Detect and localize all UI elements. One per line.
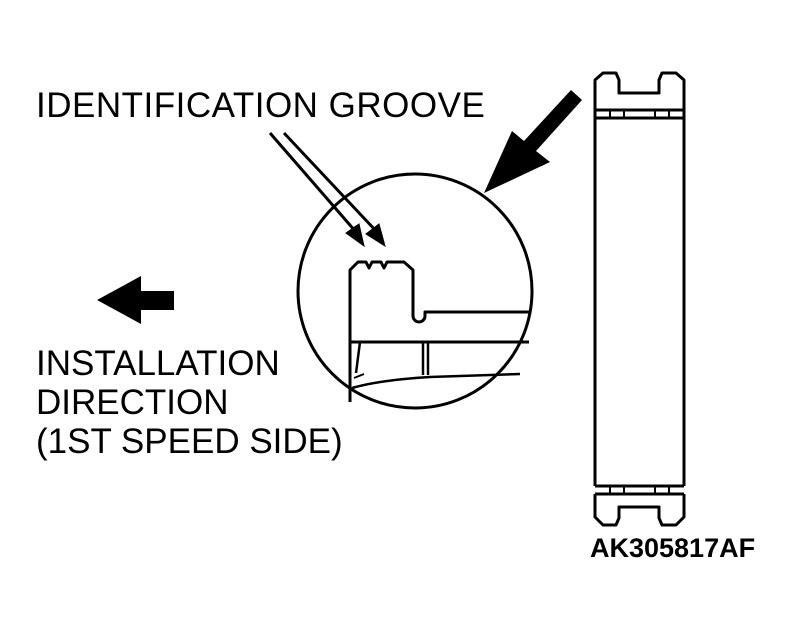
figure-code-label: AK305817AF [590, 533, 756, 563]
ring-bottom-flange [593, 494, 686, 527]
groove-leader-left [268, 132, 358, 233]
detail-magnifier [296, 172, 534, 410]
groove-arrowhead-right-icon [365, 223, 386, 248]
ring-upper-band [593, 110, 686, 120]
detail-arrow-icon [484, 90, 582, 193]
installation-direction-line-1: INSTALLATION [36, 344, 280, 383]
groove-leaders [268, 131, 386, 248]
groove-arrowhead-left-icon [345, 223, 365, 248]
identification-groove-label: IDENTIFICATION GROOVE [36, 86, 486, 125]
ring-top-flange [593, 71, 686, 110]
detail-circle [296, 172, 534, 410]
groove-leader-right [282, 131, 379, 234]
installation-direction-arrow-icon [97, 276, 174, 324]
installation-direction-label: INSTALLATION DIRECTION (1ST SPEED SIDE) [36, 344, 343, 461]
installation-direction-line-2: DIRECTION [36, 383, 229, 422]
installation-direction-line-3: (1ST SPEED SIDE) [36, 422, 343, 461]
tooth-profile [348, 260, 530, 402]
synchronizer-ring [593, 71, 686, 527]
